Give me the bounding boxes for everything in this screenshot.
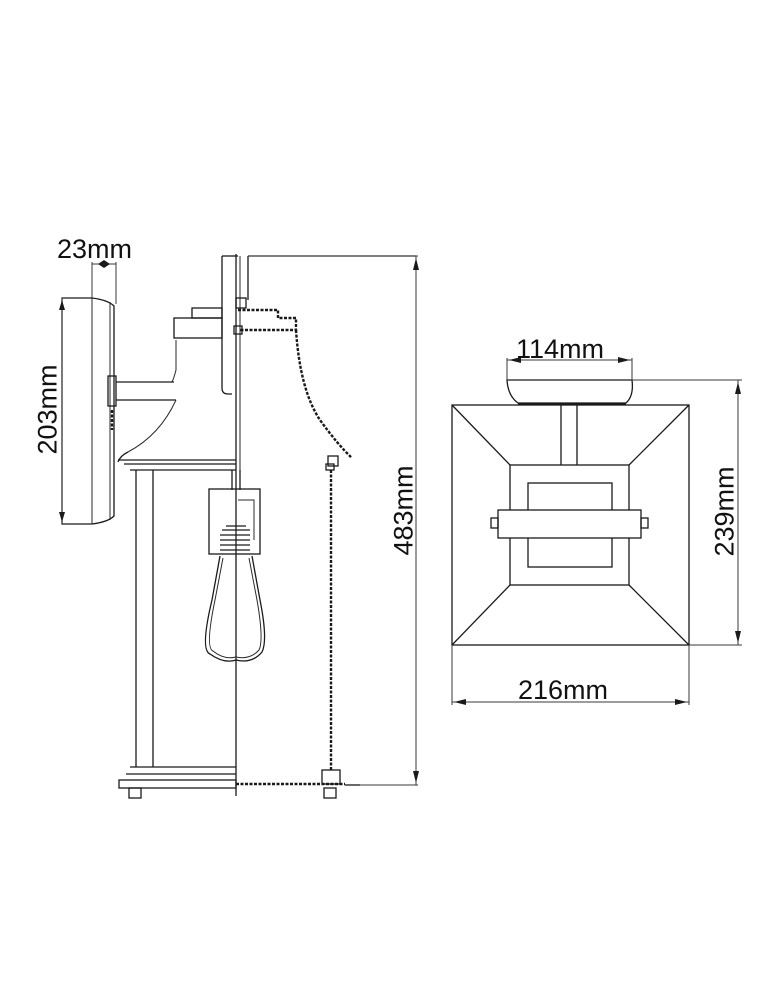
dim-top-width [451,645,690,705]
label-top-width: 216mm [518,675,609,705]
mounting-arm [116,340,177,453]
top-arm [560,405,578,465]
label-backplate-depth: 23mm [57,234,133,264]
label-top-projection: 239mm [709,466,740,557]
top-crossbar [497,509,642,539]
side-view [59,254,419,799]
wall-backplate [61,297,117,525]
bulb-assembly [204,470,266,662]
top-bevel-lines [451,404,690,646]
lantern-cap-left [117,255,238,471]
dim-backplate-depth [91,260,117,304]
label-backplate-height: 203mm [32,364,63,455]
dim-overall-height [248,255,419,786]
top-backplate [506,379,634,405]
dim-top-backplate-width [506,357,633,380]
lantern-frame-left [135,470,154,767]
top-outer-square [451,404,690,646]
label-overall-height: 483mm [388,465,419,556]
dim-backplate-height [59,298,65,524]
label-top-backplate-width: 114mm [516,334,605,364]
bulb-threads [220,525,250,551]
lantern-base [118,766,360,799]
top-view [451,357,742,705]
dim-top-projection [632,379,742,646]
lantern-cap-right-section [233,255,416,471]
